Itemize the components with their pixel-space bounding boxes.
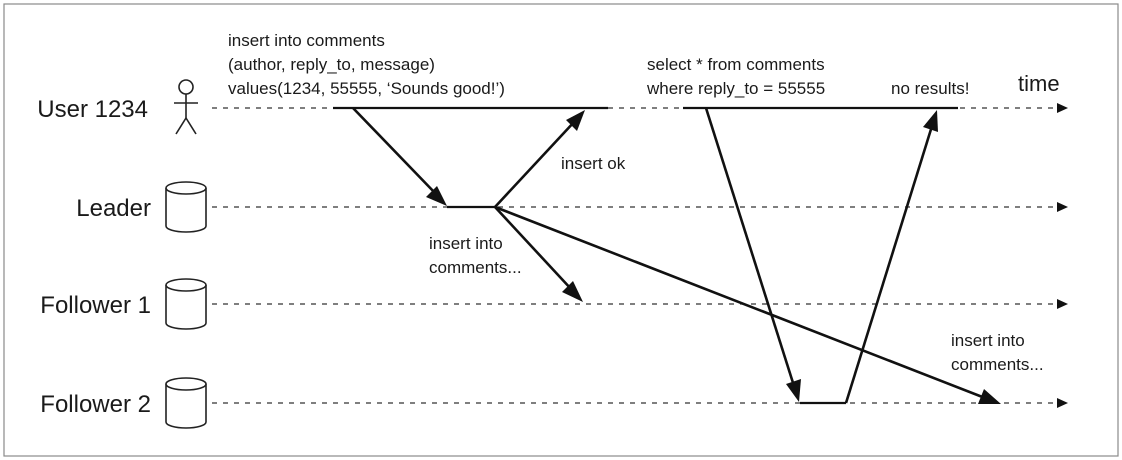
insert-request-arrow (352, 107, 437, 195)
activity-segments (333, 106, 958, 405)
insert-ok-arrow (494, 120, 576, 208)
replicate-to-follower1-arrowhead (562, 281, 583, 302)
insert-query-note: insert into comments (author, reply_to, … (228, 31, 505, 98)
replicate-to-follower2-arrow (494, 205, 986, 400)
message-arrows (352, 107, 1001, 404)
user-timeline-arrowhead (1057, 103, 1068, 113)
database-icon (165, 278, 207, 330)
insert-query-line-1: insert into comments (228, 31, 385, 50)
database-icon (165, 181, 207, 233)
diagram-frame (3, 3, 1119, 457)
leader-label: Leader (76, 195, 151, 222)
timelines (212, 103, 1068, 408)
replicate-to-follower2-arrowhead (978, 389, 1001, 404)
user-label: User 1234 (37, 96, 148, 123)
insert-query-line-2: (author, reply_to, message) (228, 55, 435, 74)
select-request-arrowhead (786, 379, 801, 402)
follower1-timeline-arrowhead (1057, 299, 1068, 309)
replicate-follower2-note: insert into comments... (951, 331, 1044, 374)
database-icon (165, 377, 207, 429)
replicate-follower1-line-2: comments... (429, 258, 522, 277)
follower2-label: Follower 2 (40, 391, 151, 418)
replicate-follower2-line-1: insert into (951, 331, 1025, 350)
insert-ok-arrowhead (566, 110, 585, 131)
select-query-note: select * from comments where reply_to = … (646, 55, 825, 98)
leader-timeline-arrowhead (1057, 202, 1068, 212)
replicate-follower1-line-1: insert into (429, 234, 503, 253)
no-results-response-arrowhead (923, 110, 938, 132)
no-results-note: no results! (891, 79, 969, 98)
insert-ok-note: insert ok (561, 154, 626, 173)
insert-request-arrowhead (426, 186, 447, 206)
person-icon (174, 79, 198, 135)
select-request-arrow (704, 107, 796, 387)
replicate-follower1-note: insert into comments... (429, 234, 522, 277)
follower2-timeline-arrowhead (1057, 398, 1068, 408)
replicate-follower2-line-2: comments... (951, 355, 1044, 374)
select-query-line-2: where reply_to = 55555 (646, 79, 825, 98)
insert-query-line-3: values(1234, 55555, ‘Sounds good!’) (228, 79, 505, 98)
time-axis-label: time (1018, 71, 1060, 96)
no-results-response-arrow (844, 125, 934, 404)
select-query-line-1: select * from comments (647, 55, 825, 74)
follower1-label: Follower 1 (40, 292, 151, 319)
replicate-to-follower1-arrow (494, 206, 573, 291)
